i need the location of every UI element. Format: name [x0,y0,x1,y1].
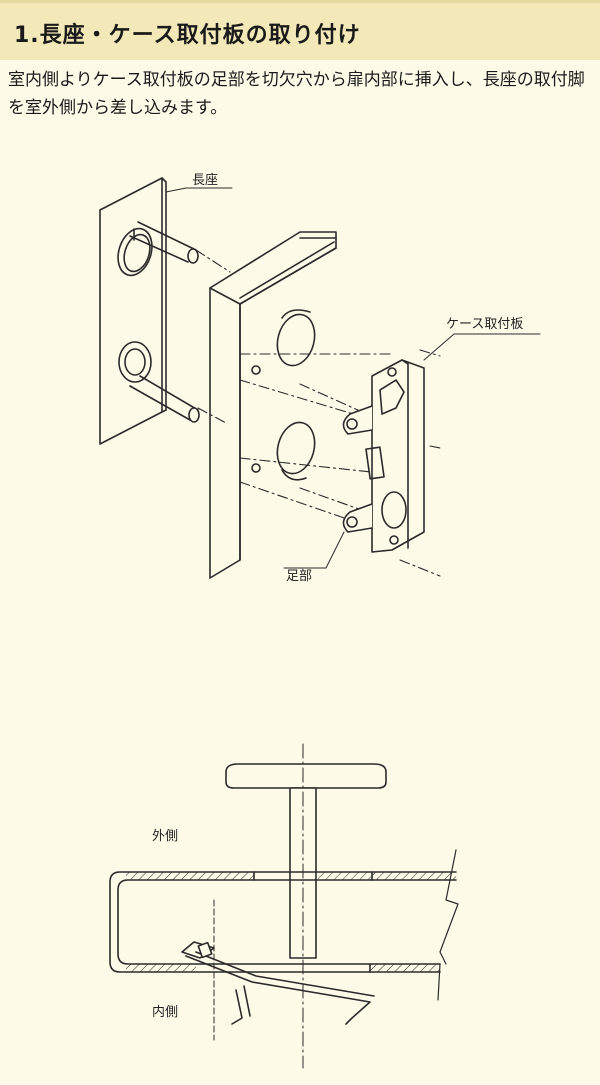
case-mounting-plate [342,359,425,553]
door-panel [209,231,337,579]
label-nagaza: 長座 [192,173,218,188]
top-diagram-leaders [165,187,541,569]
instruction-text: 室内側よりケース取付板の足部を切欠穴から扉内部に挿入し、長座の取付脚を室外側から… [8,70,585,118]
nagaza-mounting-legs [129,221,200,423]
label-foot: 足部 [286,569,312,584]
section-title-band: 1.長座・ケース取付板の取り付け [0,0,600,60]
label-case-plate: ケース取付板 [446,317,523,332]
label-outside: 外側 [152,829,178,844]
nagaza-head-section [225,763,387,959]
cross-section-diagram: 外側 内側 [109,743,459,1069]
label-inside: 内側 [152,1004,178,1020]
nagaza-plate [99,177,167,445]
case-plate-section [181,899,375,1041]
alignment-guides [195,249,441,577]
section-title: 1.長座・ケース取付板の取り付け [14,23,361,48]
door-section [109,849,459,1001]
exploded-assembly-diagram: 長座 ケース取付板 足部 [99,173,541,584]
